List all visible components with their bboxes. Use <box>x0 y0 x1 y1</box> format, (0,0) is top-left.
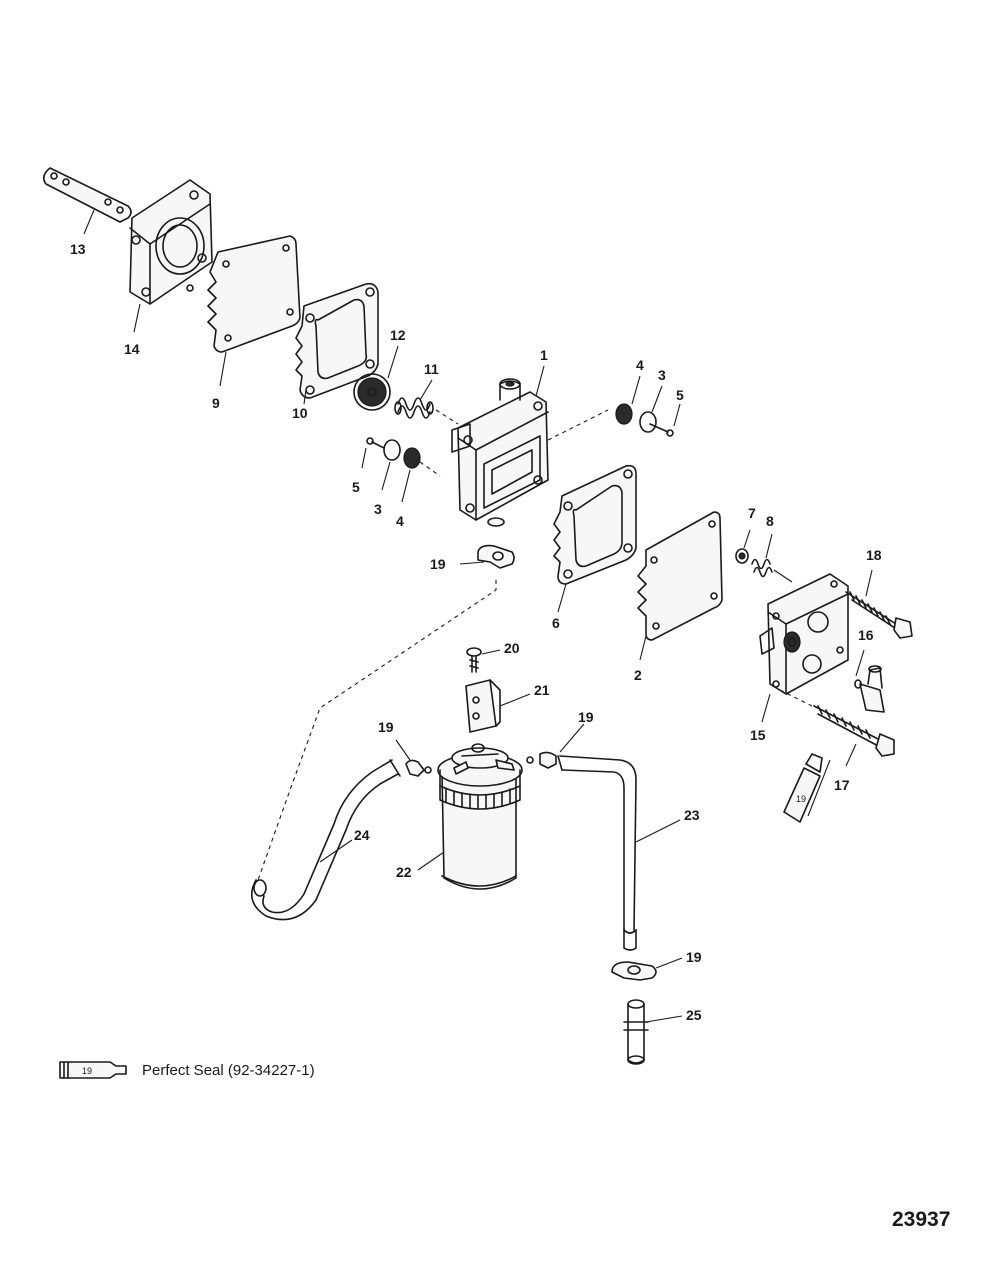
part-6-gasket <box>553 464 637 585</box>
part-10-gasket <box>295 282 379 399</box>
callout-24: 24 <box>354 827 370 843</box>
part-11-spring <box>394 397 434 419</box>
part-19-clamp-right <box>526 751 557 769</box>
part-2-diaphragm <box>637 511 723 641</box>
callout-7: 7 <box>748 505 756 521</box>
part-1-pump-body <box>451 378 549 527</box>
legend: 19 Perfect Seal (92-34227-1) <box>59 1061 315 1079</box>
legend-text: Perfect Seal (92-34227-1) <box>142 1062 315 1079</box>
alignment-line <box>419 461 441 477</box>
part-21-bracket <box>465 679 501 733</box>
part-15-back-cover <box>759 573 849 695</box>
part-8-spring <box>751 558 773 578</box>
part-23-hose <box>557 755 637 951</box>
part-22-fuel-filter <box>437 743 523 890</box>
part-13-strap <box>42 167 132 223</box>
alignment-line <box>779 689 813 707</box>
callout-19-right: 19 <box>578 709 594 725</box>
part-18-bolt <box>845 591 913 639</box>
alignment-line <box>435 409 459 425</box>
sealant-tube-label: 19 <box>796 794 806 804</box>
check-valve-left <box>366 437 421 469</box>
callout-14: 14 <box>124 341 140 357</box>
callout-19-bottom: 19 <box>686 949 702 965</box>
part-25-connector <box>623 999 649 1065</box>
callout-23: 23 <box>684 807 700 823</box>
part-19-clamp-left <box>405 759 432 777</box>
callout-11: 11 <box>424 361 439 377</box>
part-19-clamp-bottom <box>611 961 657 981</box>
check-valve-right <box>615 403 674 437</box>
alignment-line <box>547 409 609 441</box>
callout-2: 2 <box>634 667 642 683</box>
callout-13: 13 <box>70 241 86 257</box>
legend-tube-label: 19 <box>82 1066 92 1076</box>
callout-3-right: 3 <box>658 367 666 383</box>
part-19-clamp <box>477 544 515 569</box>
callout-8: 8 <box>766 513 774 529</box>
callout-3-left: 3 <box>374 501 382 517</box>
part-17-bolt <box>813 705 895 757</box>
callout-1: 1 <box>540 347 548 363</box>
figure-number: 23937 <box>892 1208 950 1231</box>
sealant-tube: 19 <box>783 753 823 823</box>
part-14-cover <box>129 179 213 305</box>
callout-6: 6 <box>552 615 560 631</box>
callout-22: 22 <box>396 864 412 880</box>
callout-10: 10 <box>292 405 308 421</box>
part-9-diaphragm <box>207 235 301 353</box>
callout-numbers: 13 14 9 10 12 11 1 4 3 5 5 3 4 19 6 7 8 … <box>70 241 882 1023</box>
callout-5-right: 5 <box>676 387 684 403</box>
callout-5-left: 5 <box>352 479 360 495</box>
callout-19-left: 19 <box>378 719 394 735</box>
callout-21: 21 <box>534 682 550 698</box>
legend-tube-icon <box>59 1061 127 1079</box>
callout-4-left: 4 <box>396 513 404 529</box>
callout-12: 12 <box>390 327 406 343</box>
callout-15: 15 <box>750 727 766 743</box>
callout-20: 20 <box>504 640 520 656</box>
callout-18: 18 <box>866 547 882 563</box>
part-7-washer <box>735 548 749 564</box>
callout-9: 9 <box>212 395 220 411</box>
callout-4-right: 4 <box>636 357 644 373</box>
part-16-fitting <box>854 665 885 713</box>
leader-lines <box>83 209 873 1023</box>
part-24-hose <box>250 759 401 921</box>
part-12-disc <box>353 373 391 411</box>
part-20-screw <box>466 647 482 673</box>
alignment-line <box>773 569 793 583</box>
callout-19-top: 19 <box>430 556 446 572</box>
callout-25: 25 <box>686 1007 702 1023</box>
callout-17: 17 <box>834 777 850 793</box>
callout-16: 16 <box>858 627 874 643</box>
